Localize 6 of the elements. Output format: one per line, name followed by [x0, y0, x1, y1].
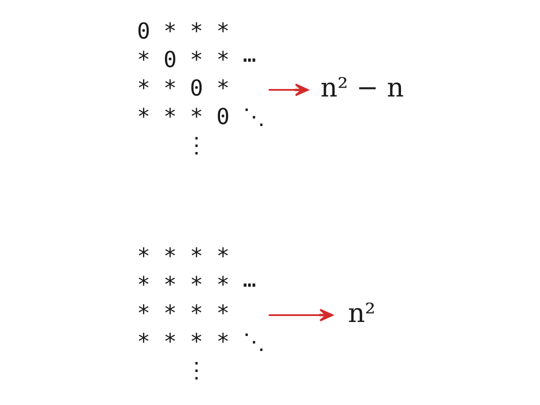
node-text: * * * * * * * * ⋯ * * * * * * * * ⋱ ⋮: [136, 244, 264, 384]
arrow: [268, 84, 308, 96]
node-text: n² − n: [320, 74, 404, 104]
arrow: [268, 308, 333, 322]
node-text: 0 * * * * 0 * * ⋯ * * 0 * * * * 0 ⋱ ⋮: [136, 19, 264, 159]
node-text: n²: [347, 298, 375, 329]
